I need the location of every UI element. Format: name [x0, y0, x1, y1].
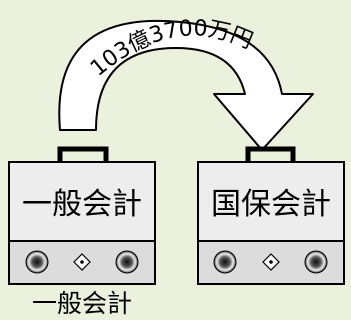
- safe-handle: [245, 146, 296, 162]
- transfer-arrow: [58, 19, 314, 151]
- dial-icon: [25, 250, 49, 274]
- national-insurance-safe: 国保会計: [197, 146, 345, 285]
- general-account-label: 一般会計: [22, 187, 142, 222]
- dial-icon: [304, 250, 328, 274]
- dial-icon: [115, 250, 139, 274]
- general-account-safe: 一般会計: [8, 146, 156, 285]
- caption: 一般会計: [32, 289, 132, 318]
- national-insurance-label: 国保会計: [211, 187, 331, 222]
- dial-icon: [213, 250, 237, 274]
- safe-handle: [57, 146, 109, 162]
